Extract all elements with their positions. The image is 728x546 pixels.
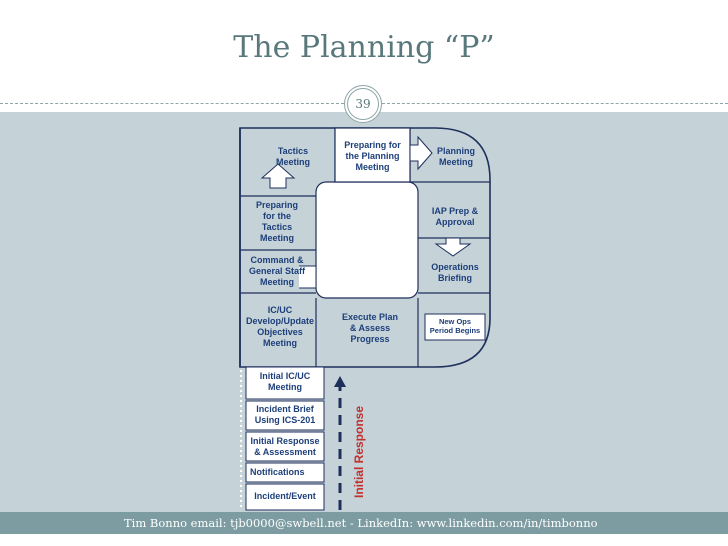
operations-briefing: Operations Briefing: [431, 262, 479, 283]
up-arrow-icon: [260, 163, 296, 189]
execute-plan-assess-progress: Execute Plan & Assess Progress: [341, 312, 399, 344]
initial-response-arrowhead-icon: [334, 376, 346, 387]
right-arrow-icon: [409, 135, 433, 171]
slide-number: 39: [344, 85, 382, 123]
footer-bar: Tim Bonno email: tjb0000@swbell.net - Li…: [0, 512, 728, 534]
iap-prep-approval: IAP Prep & Approval: [431, 206, 479, 227]
initial-ic-uc-meeting: Initial IC/UC Meeting: [259, 371, 311, 392]
down-arrow-icon: [434, 237, 472, 257]
stem-box-notifications: [245, 462, 325, 483]
preparing-planning-meeting: Preparing for the Planning Meeting: [344, 140, 401, 172]
tactics-meeting: Tactics Meeting: [275, 146, 310, 167]
small-left-arrow-icon: [299, 265, 317, 289]
incident-event: Incident/Event: [254, 491, 316, 501]
title-divider-left: [0, 103, 344, 104]
stem-box-incident-event: [245, 483, 325, 511]
new-ops-period-box: [424, 313, 486, 341]
new-ops-period-begins: New Ops Period Begins: [429, 317, 481, 335]
initial-response-assessment: Initial Response & Assessment: [250, 436, 320, 457]
incident-brief-ics-201: Incident Brief Using ICS-201: [254, 404, 316, 425]
stem-box-initial-ic-uc: [245, 366, 325, 400]
command-general-staff-meeting: Command & General Staff Meeting: [248, 255, 306, 287]
p-loop-center: [315, 181, 419, 299]
slide-number-text: 39: [355, 97, 371, 111]
preparing-tactics-meeting: Preparing for the Tactics Meeting: [255, 200, 298, 243]
ic-uc-objectives-meeting: IC/UC Develop/Update Objectives Meeting: [245, 305, 314, 348]
initial-response-label: Initial Response: [352, 405, 366, 499]
planning-meeting: Planning Meeting: [437, 146, 475, 167]
footer-strip: [0, 534, 728, 546]
stem-box-incident-brief: [245, 400, 325, 431]
slide-title: The Planning “P”: [233, 30, 495, 65]
preparing-planning-box: [334, 127, 411, 183]
footer-text: Tim Bonno email: tjb0000@swbell.net - Li…: [124, 516, 598, 530]
title-divider-right: [382, 103, 728, 104]
stem-box-initial-response: [245, 431, 325, 462]
notifications: Notifications: [250, 467, 305, 477]
